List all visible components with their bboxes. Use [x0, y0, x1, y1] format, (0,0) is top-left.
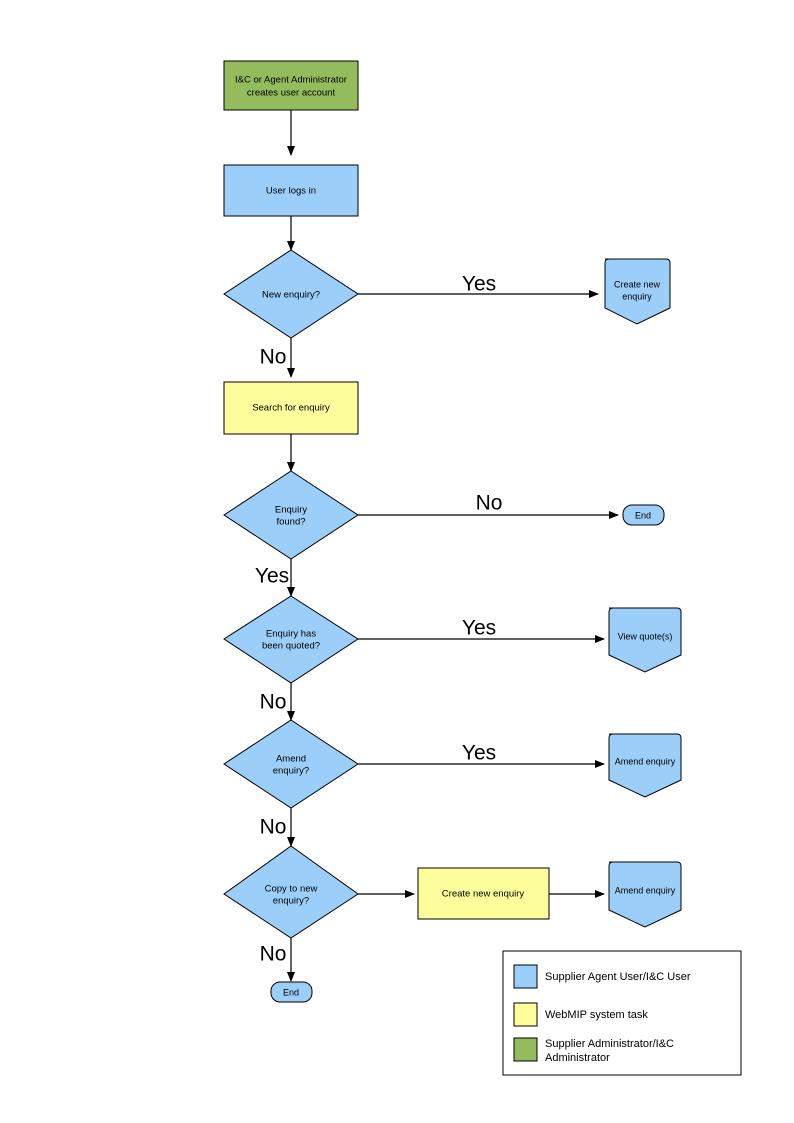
connectors [287, 110, 619, 982]
branch-label-enquiry-quoted-yes: Yes [462, 617, 496, 640]
view-quotes-shield-label: View quote(s) [618, 631, 673, 641]
enquiry-found-decision-shape[interactable] [223, 470, 359, 560]
legend-swatch-yellow-icon [513, 1002, 538, 1027]
node-view-quotes-shield[interactable]: View quote(s) [608, 607, 682, 673]
create-new-enquiry-shield-label-2: enquiry [622, 291, 652, 301]
search-for-enquiry-label: Search for enquiry [252, 403, 330, 414]
legend-box [502, 950, 742, 1076]
enquiry-quoted-decision-label-1: Enquiry has [266, 629, 316, 640]
legend-label-webmip-system-task: WebMIP system task [545, 1009, 648, 1021]
branch-label-enquiry-quoted-no: No [260, 691, 287, 714]
enquiry-quoted-decision-label-2: been quoted? [262, 641, 320, 652]
branch-label-new-enquiry-yes: Yes [462, 273, 496, 296]
create-new-enquiry-task-label: Create new enquiry [442, 889, 525, 900]
admin-creates-account-label-1: I&C or Agent Administrator [235, 75, 347, 86]
amend-enquiry-shield-2-label: Amend enquiry [615, 885, 676, 895]
branch-label-copy-to-new-no: No [260, 943, 287, 966]
end-bottom-label: End [283, 987, 299, 997]
view-quotes-shield-shape[interactable] [608, 607, 682, 673]
node-end-bottom[interactable]: End [270, 981, 313, 1003]
legend-item-supplier-administrator: Supplier Administrator/I&C Administrator [513, 1037, 674, 1064]
branch-label-new-enquiry-no: No [260, 346, 287, 369]
legend-swatch-green-icon [513, 1037, 538, 1062]
search-for-enquiry-shape[interactable] [223, 381, 359, 435]
node-amend-enquiry-decision[interactable]: Amend enquiry? [223, 719, 359, 809]
node-amend-enquiry-shield-1[interactable]: Amend enquiry [608, 733, 682, 798]
node-user-logs-in[interactable]: User logs in [223, 164, 359, 217]
node-create-new-enquiry-task[interactable]: Create new enquiry [417, 867, 550, 920]
copy-to-new-enquiry-decision-label-1: Copy to new [265, 884, 318, 895]
enquiry-quoted-decision-shape[interactable] [223, 595, 359, 684]
amend-enquiry-decision-label-2: enquiry? [273, 766, 309, 777]
branch-label-enquiry-found-no: No [476, 492, 503, 515]
branch-label-enquiry-found-yes: Yes [255, 565, 289, 588]
legend-swatch-blue-icon [513, 964, 538, 989]
amend-enquiry-shield-1-label: Amend enquiry [615, 756, 676, 766]
node-new-enquiry-decision[interactable]: New enquiry? [223, 249, 359, 339]
copy-to-new-enquiry-decision-label-2: enquiry? [273, 896, 309, 907]
amend-enquiry-decision-label-1: Amend [276, 754, 306, 765]
new-enquiry-decision-shape[interactable] [223, 249, 359, 339]
legend-label-supplier-administrator-2: Administrator [545, 1052, 610, 1064]
node-enquiry-found-decision[interactable]: Enquiry found? [223, 470, 359, 560]
admin-creates-account-shape[interactable] [223, 60, 359, 111]
node-search-for-enquiry[interactable]: Search for enquiry [223, 381, 359, 435]
legend-label-supplier-agent-user: Supplier Agent User/I&C User [545, 971, 691, 983]
node-copy-to-new-enquiry-decision[interactable]: Copy to new enquiry? [223, 845, 359, 939]
user-logs-in-shape[interactable] [223, 164, 359, 217]
legend-item-webmip-system-task: WebMIP system task [513, 1002, 648, 1027]
enquiry-found-decision-label-1: Enquiry [275, 505, 307, 516]
node-enquiry-quoted-decision[interactable]: Enquiry has been quoted? [223, 595, 359, 684]
copy-to-new-enquiry-decision-shape[interactable] [223, 845, 359, 939]
node-end-top[interactable]: End [622, 504, 665, 526]
node-amend-enquiry-shield-2[interactable]: Amend enquiry [608, 861, 682, 928]
end-top-label: End [635, 510, 651, 520]
user-logs-in-label: User logs in [266, 186, 316, 197]
amend-enquiry-shield-2-shape[interactable] [608, 861, 682, 928]
amend-enquiry-decision-shape[interactable] [223, 719, 359, 809]
admin-creates-account-label-2: creates user account [247, 88, 336, 99]
branch-labels: Yes No No Yes Yes No Yes No No [255, 273, 503, 966]
amend-enquiry-shield-1-shape[interactable] [608, 733, 682, 798]
end-bottom-shape[interactable] [270, 981, 313, 1003]
legend: Supplier Agent User/I&C User WebMIP syst… [502, 950, 742, 1076]
create-new-enquiry-shield-shape[interactable] [604, 258, 671, 325]
legend-label-supplier-administrator-1: Supplier Administrator/I&C [545, 1038, 674, 1050]
node-create-new-enquiry-shield[interactable]: Create new enquiry [604, 258, 671, 325]
legend-item-supplier-agent-user: Supplier Agent User/I&C User [513, 964, 691, 989]
enquiry-found-decision-label-2: found? [276, 517, 305, 528]
end-top-shape[interactable] [622, 504, 665, 526]
branch-label-amend-enquiry-no: No [260, 816, 287, 839]
branch-label-amend-enquiry-yes: Yes [462, 742, 496, 765]
node-admin-creates-account[interactable]: I&C or Agent Administrator creates user … [223, 60, 359, 111]
create-new-enquiry-shield-label-1: Create new [614, 279, 661, 289]
create-new-enquiry-task-shape[interactable] [417, 867, 550, 920]
new-enquiry-decision-label: New enquiry? [262, 290, 320, 301]
